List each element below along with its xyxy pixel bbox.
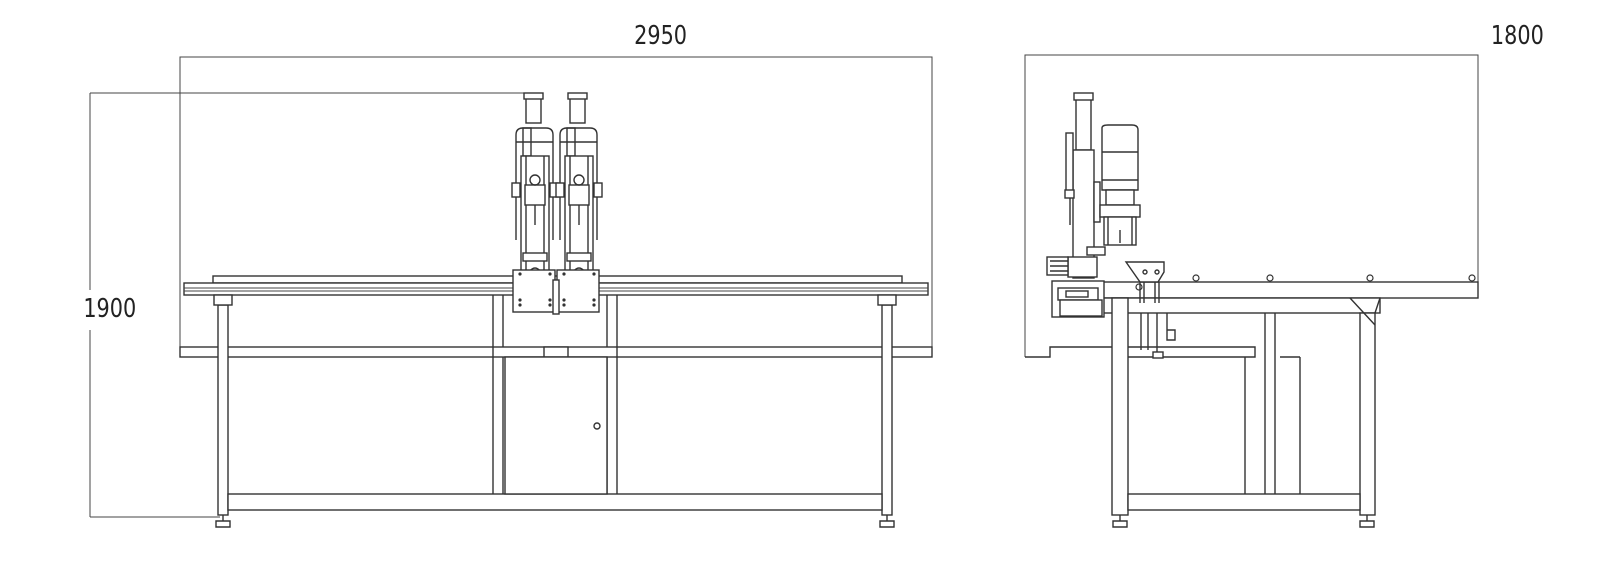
side-leg-back bbox=[1359, 312, 1376, 516]
side-envelope-outline bbox=[1024, 54, 1479, 357]
cabinet-door bbox=[504, 356, 608, 495]
front-view: 2950 1900 bbox=[83, 20, 933, 528]
lower-stretcher bbox=[227, 493, 883, 511]
height-dimension-label: 1900 bbox=[83, 293, 136, 324]
side-cutting-unit bbox=[1046, 92, 1141, 318]
envelope-outline bbox=[179, 56, 933, 357]
side-lower-stretcher bbox=[1127, 493, 1361, 511]
width-dimension-label: 2950 bbox=[634, 20, 687, 51]
height-dimension-line bbox=[89, 92, 527, 518]
door-knob bbox=[593, 422, 601, 430]
legs bbox=[213, 294, 897, 528]
cutting-heads bbox=[511, 92, 603, 315]
side-view: 1800 bbox=[1024, 20, 1544, 528]
depth-dimension-label: 1800 bbox=[1491, 20, 1544, 51]
side-lower-rail bbox=[1059, 297, 1381, 314]
side-leg-front bbox=[1111, 297, 1129, 516]
side-table-top bbox=[1099, 281, 1479, 299]
